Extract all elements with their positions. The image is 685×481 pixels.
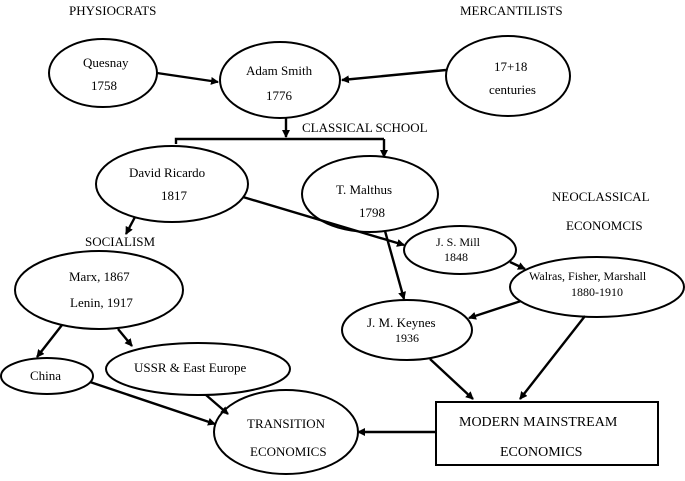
keynes-node	[341, 299, 473, 361]
china-label: China	[30, 368, 62, 383]
arrow-mill-walras	[509, 260, 526, 271]
mercantile-period-unit: centuries	[489, 82, 536, 97]
arrow-walras-mainstream	[519, 315, 586, 400]
classical-bracket	[174, 137, 384, 144]
ussr-node	[105, 342, 291, 396]
mill-year: 1848	[444, 250, 468, 264]
adam-smith-name: Adam Smith	[246, 63, 313, 78]
physiocrats-heading: PHYSIOCRATS	[69, 3, 157, 18]
transition-line2: ECONOMICS	[250, 444, 327, 459]
ricardo-year: 1817	[161, 188, 187, 203]
mainstream-line2: ECONOMICS	[500, 445, 583, 460]
marx-label: Marx, 1867	[69, 269, 130, 284]
arrow-malthus-keynes	[383, 230, 406, 300]
adam-smith-year: 1776	[266, 88, 292, 103]
mercantilists-node	[445, 35, 571, 117]
transition-node	[213, 389, 359, 475]
lenin-label: Lenin, 1917	[70, 295, 133, 310]
arrow-china-transition	[89, 380, 216, 426]
malthus-name: T. Malthus	[336, 182, 393, 197]
walras-names: Walras, Fisher, Marshall	[529, 269, 647, 283]
malthus-year: 1798	[359, 205, 385, 220]
mill-node	[403, 225, 517, 275]
ussr-label: USSR & East Europe	[134, 360, 247, 375]
arrow-ricardo-mill	[242, 195, 405, 247]
marx-node	[14, 250, 184, 330]
ricardo-node	[95, 145, 249, 223]
quesnay-name: Quesnay	[83, 55, 129, 70]
arrow-mercantilists-smith	[341, 68, 447, 84]
arrow-marx-china	[36, 324, 63, 358]
mill-name: J. S. Mill	[436, 235, 481, 249]
neoclassical-heading-line1: NEOCLASSICAL	[552, 189, 650, 204]
quesnay-node	[48, 38, 158, 108]
adam-smith-node	[219, 41, 341, 119]
socialism-heading: SOCIALISM	[85, 234, 156, 249]
ricardo-name: David Ricardo	[129, 165, 206, 180]
arrow-ricardo-socialism	[124, 216, 137, 235]
mercantilists-heading: MERCANTILISTS	[460, 3, 563, 18]
keynes-name: J. M. Keynes	[367, 315, 436, 330]
mainstream-box	[435, 401, 659, 466]
quesnay-year: 1758	[91, 78, 117, 93]
mainstream-line1: MODERN MAINSTREAM	[459, 415, 618, 430]
keynes-year: 1936	[395, 331, 419, 345]
arrow-keynes-mainstream	[429, 358, 474, 400]
mercantile-period-label: 17+18	[494, 59, 528, 74]
walras-node	[509, 256, 685, 318]
transition-line1: TRANSITION	[247, 416, 325, 431]
malthus-node	[301, 155, 439, 233]
arrow-quesnay-smith	[156, 71, 219, 85]
walras-years: 1880-1910	[571, 285, 623, 299]
neoclassical-heading-line2: ECONOMCIS	[566, 218, 643, 233]
arrow-walras-keynes	[468, 299, 522, 320]
arrow-ussr-transition	[205, 394, 229, 415]
china-node	[0, 357, 94, 395]
arrow-marx-ussr	[117, 328, 133, 347]
classical-school-heading: CLASSICAL SCHOOL	[302, 120, 428, 135]
